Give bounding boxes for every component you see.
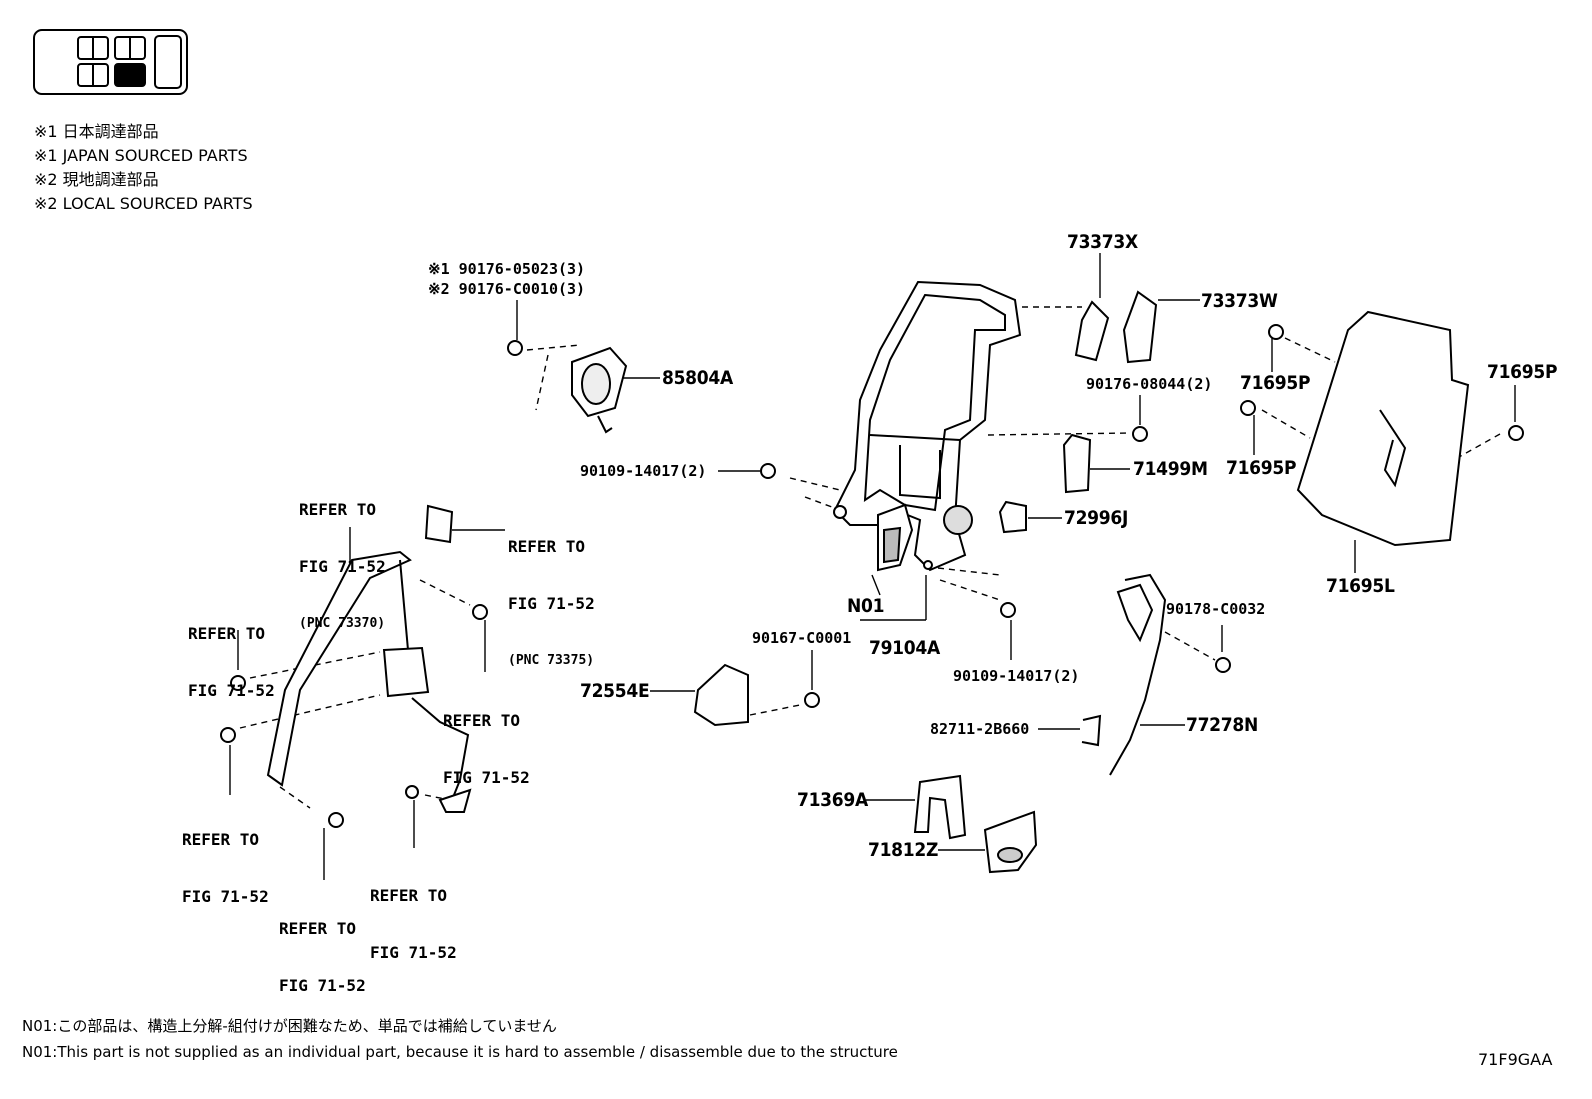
refer-fig-71-52-a[interactable]: REFER TO FIG 71-52 — [188, 624, 275, 700]
part-71695L — [1296, 310, 1470, 547]
refer-fig-71-52-pnc-73370[interactable]: REFER TO FIG 71-52 (PNC 73370) — [299, 500, 386, 631]
part-77278N — [1109, 573, 1167, 776]
part-85804A — [571, 346, 628, 434]
label-90178-C0032[interactable]: 90178-C0032 — [1166, 600, 1266, 618]
refer-fig-71-52-b[interactable]: REFER TO FIG 71-52 — [443, 711, 530, 787]
label-72996J[interactable]: 72996J — [1064, 507, 1129, 529]
screw-90176-top — [507, 340, 523, 356]
legend-local-jp: ※2 現地調達部品 — [34, 170, 159, 189]
label-71695L[interactable]: 71695L — [1326, 575, 1395, 597]
label-N01[interactable]: N01 — [847, 595, 885, 617]
note-n01-jp: N01:この部品は、構造上分解-組付けが困難なため、単品では補給していません — [22, 1017, 557, 1035]
label-82711-2B660[interactable]: 82711-2B660 — [930, 720, 1030, 738]
part-71369A — [913, 774, 967, 840]
screw-90176-08044 — [1132, 426, 1148, 442]
bolt-90109-left — [760, 463, 776, 479]
label-79104A[interactable]: 79104A — [869, 637, 940, 659]
clip-71695P-b — [1240, 400, 1256, 416]
part-71812Z — [983, 810, 1038, 874]
parts-art — [220, 280, 1524, 874]
legend-japan-en: ※1 JAPAN SOURCED PARTS — [34, 146, 248, 165]
clip-71695P-c — [1508, 425, 1524, 441]
nut-90178 — [1215, 657, 1231, 673]
screw-90167 — [804, 692, 820, 708]
legend-local-en: ※2 LOCAL SOURCED PARTS — [34, 194, 253, 213]
label-77278N[interactable]: 77278N — [1186, 714, 1258, 736]
refer-fig-71-52-pnc-73375[interactable]: REFER TO FIG 71-52 (PNC 73375) — [508, 537, 595, 668]
label-90176-08044[interactable]: 90176-08044(2) — [1086, 375, 1213, 393]
legend-japan-jp: ※1 日本調達部品 — [34, 122, 159, 141]
part-71499M — [1062, 433, 1092, 494]
leader-lines — [229, 253, 1516, 880]
refer-fig-71-52-d[interactable]: REFER TO FIG 71-52 — [370, 886, 457, 962]
label-71499M[interactable]: 71499M — [1133, 458, 1208, 480]
label-90176-05023[interactable]: ※1 90176-05023(3) — [428, 260, 586, 278]
label-85804A[interactable]: 85804A — [662, 367, 733, 389]
label-90109-14017-right[interactable]: 90109-14017(2) — [953, 667, 1080, 685]
label-71369A[interactable]: 71369A — [797, 789, 868, 811]
label-71695P-a[interactable]: 71695P — [1240, 372, 1311, 394]
part-72554E — [693, 663, 749, 727]
label-90176-C0010[interactable]: ※2 90176-C0010(3) — [428, 280, 586, 298]
label-71812Z[interactable]: 71812Z — [868, 839, 939, 861]
figure-code: 71F9GAA — [1478, 1050, 1553, 1069]
clip-71695P-a — [1268, 324, 1284, 340]
label-90109-14017-left[interactable]: 90109-14017(2) — [580, 462, 707, 480]
seat-position-icon — [33, 29, 188, 95]
part-72996J — [998, 500, 1027, 534]
part-82711 — [1081, 714, 1102, 747]
label-71695P-b[interactable]: 71695P — [1226, 457, 1297, 479]
label-73373W[interactable]: 73373W — [1201, 290, 1278, 312]
part-73373X — [1074, 300, 1110, 362]
label-72554E[interactable]: 72554E — [580, 680, 650, 702]
label-71695P-c[interactable]: 71695P — [1487, 361, 1558, 383]
label-73373X[interactable]: 73373X — [1067, 231, 1138, 253]
seat-frame — [833, 280, 1022, 572]
refer-fig-71-52-e[interactable]: REFER TO FIG 71-52 — [279, 919, 366, 995]
bolt-90109-right — [1000, 602, 1016, 618]
seatbelt-assembly — [220, 504, 488, 828]
part-73373W — [1122, 290, 1158, 364]
note-n01-en: N01:This part is not supplied as an indi… — [22, 1043, 898, 1061]
recliner-motor — [877, 503, 914, 572]
label-90167-C0001[interactable]: 90167-C0001 — [752, 629, 852, 647]
refer-fig-71-52-c[interactable]: REFER TO FIG 71-52 — [182, 830, 269, 906]
